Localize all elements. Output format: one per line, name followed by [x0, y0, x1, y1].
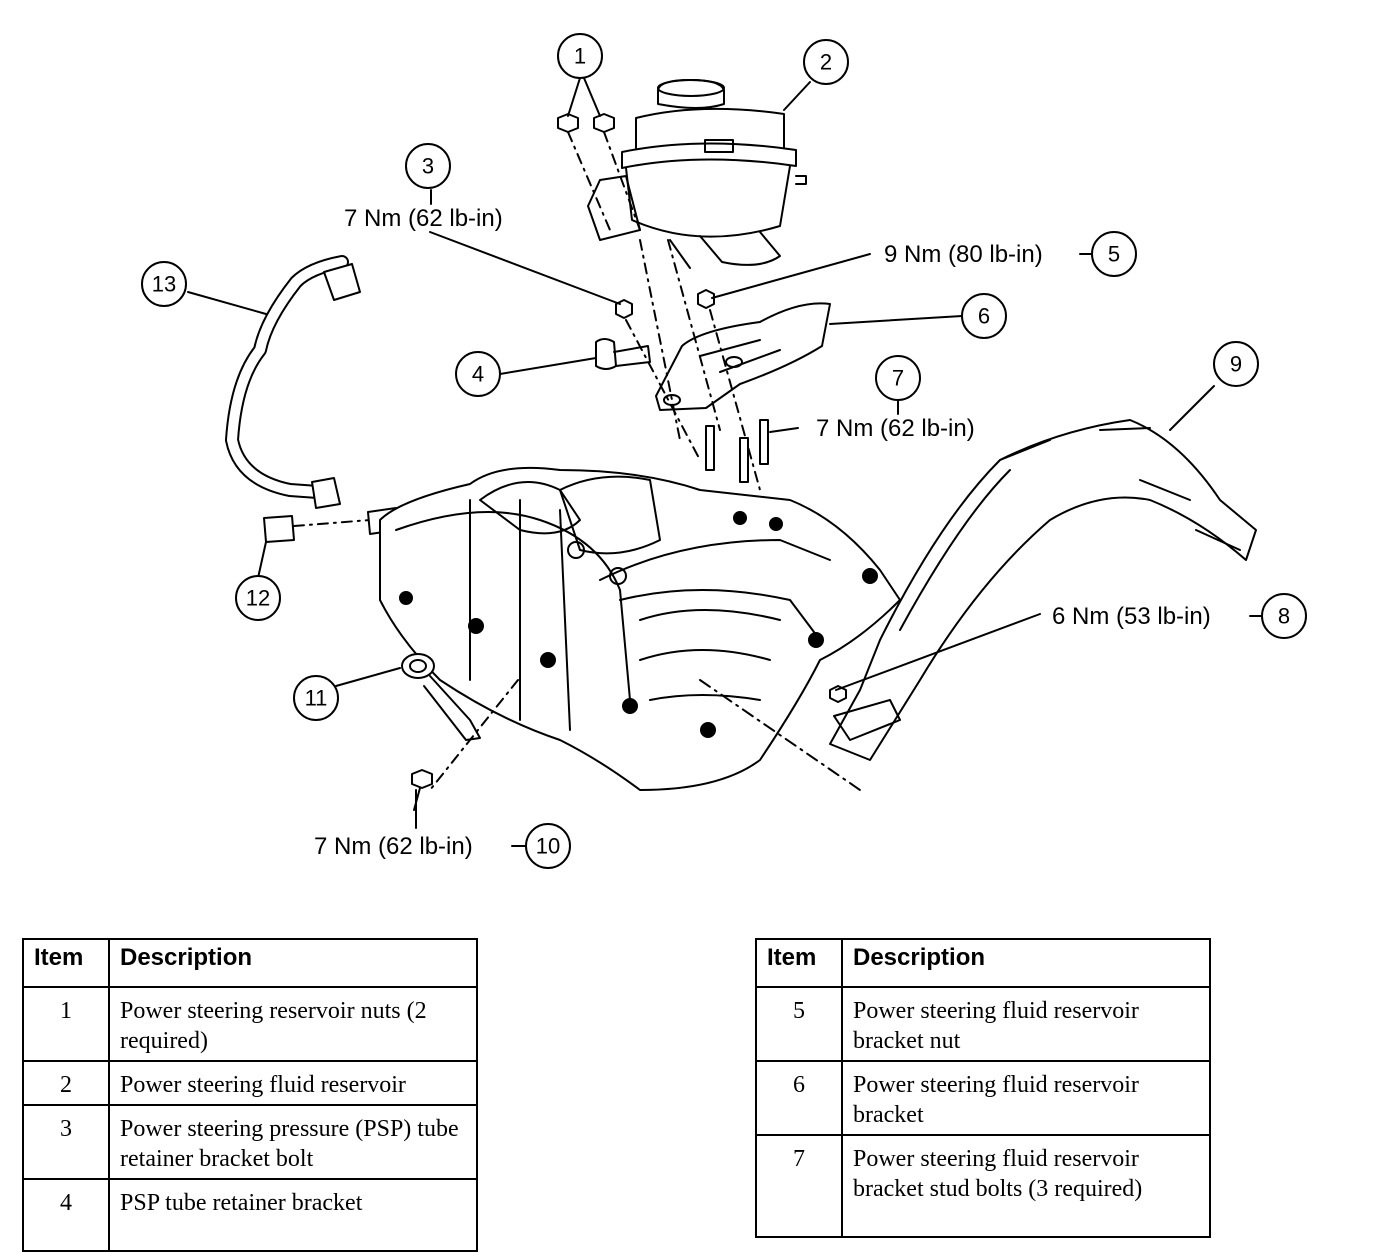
table-cell-item: 3 [22, 1104, 110, 1180]
torque-spec-8: 6 Nm (53 lb-in) [1052, 603, 1211, 630]
table-header-description: Description [841, 938, 1211, 988]
table-cell-item: 2 [22, 1060, 110, 1106]
parts-table-left: Item Description 1 Power steering reserv… [22, 938, 478, 1252]
reservoir-nuts-drawing [557, 113, 641, 231]
psp-tube-bracket-drawing [595, 338, 651, 370]
table-cell-description: PSP tube retainer bracket [108, 1178, 478, 1252]
table-header-item: Item [22, 938, 110, 988]
sensor-drawing [263, 507, 399, 543]
callout-10-label: 10 [536, 834, 560, 859]
table-cell-description: Power steering fluid reservoir bracket s… [841, 1134, 1211, 1238]
torque-spec-10: 7 Nm (62 lb-in) [314, 833, 473, 860]
reservoir-bracket-drawing [655, 302, 831, 411]
table-cell-description: Power steering fluid reservoir bracket [841, 1060, 1211, 1136]
callout-12-label: 12 [246, 586, 270, 611]
bracket-11-drawing [401, 653, 519, 811]
parts-table-right: Item Description 5 Power steering fluid … [755, 938, 1211, 1238]
callout-13-label: 13 [152, 272, 176, 297]
callout-5-label: 5 [1108, 242, 1120, 267]
callout-6-label: 6 [978, 304, 990, 329]
table-cell-item: 5 [755, 986, 843, 1062]
torque-spec-5: 9 Nm (80 lb-in) [884, 241, 1043, 268]
callout-7-label: 7 [892, 366, 904, 391]
callout-2-label: 2 [820, 50, 832, 75]
table-header-description: Description [108, 938, 478, 988]
callout-9-label: 9 [1230, 352, 1242, 377]
torque-spec-3: 7 Nm (62 lb-in) [344, 205, 503, 232]
fluid-reservoir-drawing [587, 79, 807, 269]
table-row: 7 Power steering fluid reservoir bracket… [755, 1134, 1211, 1238]
table-header-item: Item [755, 938, 843, 988]
table-row: 5 Power steering fluid reservoir bracket… [755, 986, 1211, 1062]
table-cell-description: Power steering fluid reservoir [108, 1060, 478, 1106]
leader-lines [187, 77, 1263, 847]
hose-drawing [225, 255, 361, 509]
exploded-parts-diagram: 1 2 3 4 5 6 7 8 9 10 11 12 13 7 Nm (62 l… [141, 33, 1307, 869]
table-cell-description: Power steering fluid reservoir bracket n… [841, 986, 1211, 1062]
table-cell-description: Power steering reservoir nuts (2 require… [108, 986, 478, 1062]
table-cell-item: 7 [755, 1134, 843, 1238]
table-cell-item: 6 [755, 1060, 843, 1136]
engine-cover-drawing [829, 419, 1257, 761]
callout-8-label: 8 [1278, 604, 1290, 629]
intake-manifold-drawing [379, 466, 901, 791]
callout-circles [141, 33, 1307, 869]
callout-3-label: 3 [422, 154, 434, 179]
table-row: 4 PSP tube retainer bracket [22, 1178, 478, 1252]
table-row: 6 Power steering fluid reservoir bracket [755, 1060, 1211, 1136]
callout-11-label: 11 [305, 686, 328, 711]
table-cell-item: 4 [22, 1178, 110, 1252]
callout-4-label: 4 [472, 362, 484, 387]
table-row: 3 Power steering pressure (PSP) tube ret… [22, 1104, 478, 1180]
callout-1-label: 1 [574, 44, 586, 69]
torque-spec-7: 7 Nm (62 lb-in) [816, 415, 975, 442]
table-cell-item: 1 [22, 986, 110, 1062]
table-cell-description: Power steering pressure (PSP) tube retai… [108, 1104, 478, 1180]
table-row: 2 Power steering fluid reservoir [22, 1060, 478, 1106]
table-row: 1 Power steering reservoir nuts (2 requi… [22, 986, 478, 1062]
bolts-drawing [615, 239, 769, 491]
